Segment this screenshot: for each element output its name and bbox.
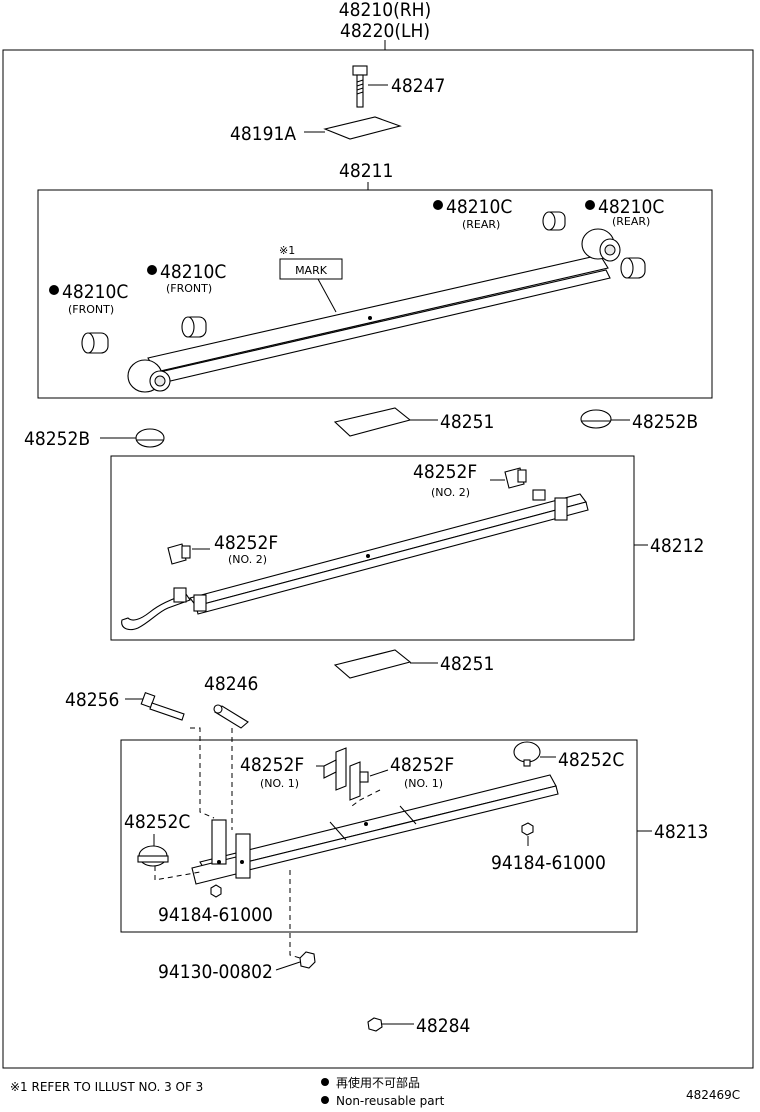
box-48212 xyxy=(110,455,635,641)
part-48210c-front-2-note: (FRONT) xyxy=(68,303,114,316)
part-48252f-no1-right-note: (NO. 1) xyxy=(404,777,443,790)
part-48252f-no1-left-note: (NO. 1) xyxy=(260,777,299,790)
non-reusable-mark-icon xyxy=(321,1096,329,1104)
part-48211[interactable]: 48211 xyxy=(339,160,393,182)
outer-frame xyxy=(2,49,754,1069)
clip-48252f-no2-upper xyxy=(504,467,527,489)
assembly-number-lh[interactable]: 48220(LH) xyxy=(340,20,430,42)
footnote-non-reusable-jp: 再使用不可部品 xyxy=(336,1075,420,1090)
leader-48252f-no1-right xyxy=(369,769,389,777)
note-reference-mark: ※1 xyxy=(279,244,295,257)
part-48247[interactable]: 48247 xyxy=(391,75,445,97)
mark-box xyxy=(279,258,343,280)
part-48252f-no1-left[interactable]: 48252F xyxy=(240,754,304,776)
part-48251-lower[interactable]: 48251 xyxy=(440,653,494,675)
part-48252f-no2-lower[interactable]: 48252F xyxy=(214,532,278,554)
bushing-front-1 xyxy=(181,316,207,338)
pad-48252b-left xyxy=(135,428,165,448)
pad-48252c-left xyxy=(137,845,169,867)
part-48210c-rear-1-note: (REAR) xyxy=(462,218,500,231)
bolt-48256 xyxy=(140,691,185,721)
footnote-non-reusable-en: Non-reusable part xyxy=(336,1094,445,1108)
part-94184-left[interactable]: 94184-61000 xyxy=(158,904,273,926)
box-48211 xyxy=(37,189,713,399)
part-48252f-no2-upper[interactable]: 48252F xyxy=(413,461,477,483)
part-48252b-right[interactable]: 48252B xyxy=(632,411,698,433)
part-94184-right[interactable]: 94184-61000 xyxy=(491,852,606,874)
part-48210c-front-1[interactable]: 48210C xyxy=(160,261,226,283)
pin-48246 xyxy=(213,704,249,729)
assembly-number-rh[interactable]: 48210(RH) xyxy=(339,0,431,21)
bushing-rear-1 xyxy=(542,211,566,231)
non-reusable-mark-icon xyxy=(321,1078,329,1086)
clip-48252f-no2-lower xyxy=(167,543,191,565)
clip-48252f-no1-right xyxy=(349,761,369,801)
part-48252c-left[interactable]: 48252C xyxy=(124,811,190,833)
bolt-48247 xyxy=(352,65,368,108)
guide-48252c-left xyxy=(154,866,201,881)
footnote-refer: ※1 REFER TO ILLUST NO. 3 OF 3 xyxy=(10,1080,203,1094)
mark-label: MARK xyxy=(295,264,328,277)
non-reusable-mark-icon xyxy=(49,285,59,295)
part-48252f-no2-lower-note: (NO. 2) xyxy=(228,553,267,566)
diagram-code: 482469C xyxy=(686,1088,740,1102)
nut-94184-right xyxy=(521,822,534,836)
nut-94184-left xyxy=(210,884,222,898)
pad-48252c-right xyxy=(513,741,541,767)
part-48246[interactable]: 48246 xyxy=(204,673,258,695)
part-48251-upper[interactable]: 48251 xyxy=(440,411,494,433)
part-94130[interactable]: 94130-00802 xyxy=(158,961,273,983)
part-48210c-rear-1[interactable]: 48210C xyxy=(446,196,512,218)
part-48252b-left[interactable]: 48252B xyxy=(24,428,90,450)
leaf-spring-48212 xyxy=(121,489,589,631)
leader-94130 xyxy=(275,961,301,971)
box-48213 xyxy=(120,739,638,933)
guide-48256 xyxy=(190,727,215,819)
part-48210c-rear-2[interactable]: 48210C xyxy=(598,196,664,218)
pad-48252b-right xyxy=(580,409,612,429)
bushing-rear-2 xyxy=(620,257,646,279)
part-48191a[interactable]: 48191A xyxy=(230,123,296,145)
guide-94130 xyxy=(289,870,301,959)
leader-mark xyxy=(317,278,337,313)
guide-48252f-no1 xyxy=(351,789,381,807)
non-reusable-mark-icon xyxy=(147,265,157,275)
part-48210c-front-1-note: (FRONT) xyxy=(166,282,212,295)
clip-48252f-no1-left xyxy=(323,747,347,791)
pad-48251-upper xyxy=(333,407,412,437)
part-48252f-no2-upper-note: (NO. 2) xyxy=(431,486,470,499)
leaf-spring-48211 xyxy=(127,228,621,393)
part-48252f-no1-right[interactable]: 48252F xyxy=(390,754,454,776)
leaf-spring-48213 xyxy=(191,774,559,885)
bushing-front-2 xyxy=(81,332,109,354)
part-48252c-right[interactable]: 48252C xyxy=(558,749,624,771)
pad-48251-lower xyxy=(333,649,412,679)
nut-48284 xyxy=(367,1017,383,1032)
plate-48191a xyxy=(323,116,402,140)
non-reusable-mark-icon xyxy=(433,200,443,210)
part-48210c-rear-2-note: (REAR) xyxy=(612,215,650,228)
part-48213[interactable]: 48213 xyxy=(654,821,708,843)
part-48212[interactable]: 48212 xyxy=(650,535,704,557)
part-48210c-front-2[interactable]: 48210C xyxy=(62,281,128,303)
part-48256[interactable]: 48256 xyxy=(65,689,119,711)
part-48284[interactable]: 48284 xyxy=(416,1015,470,1037)
nut-94130 xyxy=(299,951,316,969)
non-reusable-mark-icon xyxy=(585,200,595,210)
